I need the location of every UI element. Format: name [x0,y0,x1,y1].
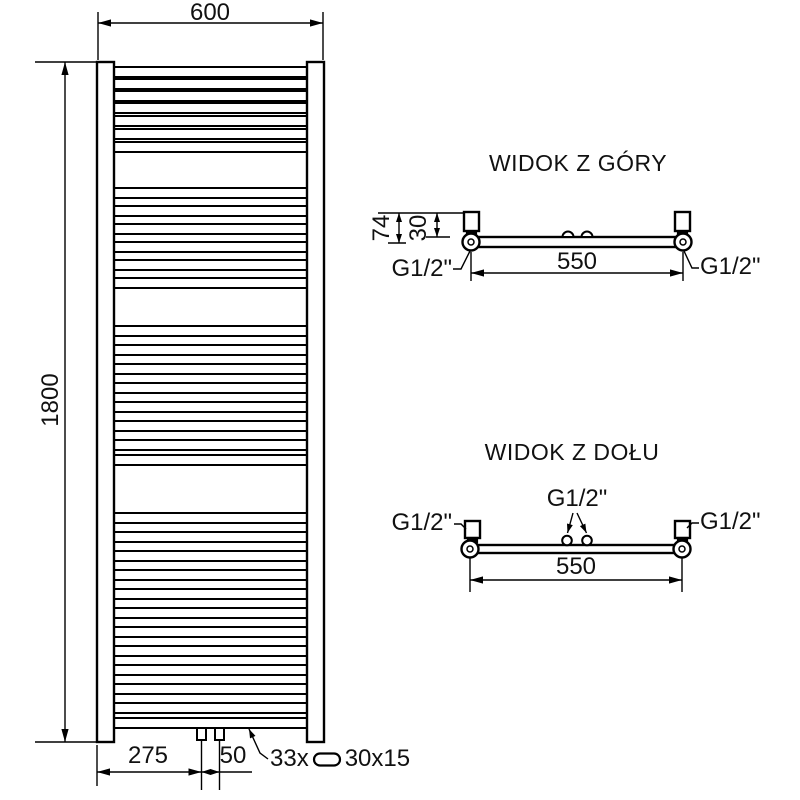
dim-74-30 [378,212,464,244]
front-height-dimension-label: 1800 [37,373,64,427]
radiator-rung [109,531,312,543]
bottom-left-wall-bracket [463,519,482,540]
bottom-right-connection-label: G1/2" [700,508,761,535]
dim-bottom-550 [469,558,683,592]
top-right-pipe-connection [673,232,693,252]
bottom-right-pipe-bore [678,545,686,553]
radiator-rung [109,277,312,289]
radiator-rung [109,420,312,432]
radiator-rung [109,241,312,253]
top-depth-dimension-label: 74 [368,214,395,242]
front-width-dimension-label: 600 [189,0,231,26]
radiator-rung [109,363,312,375]
radiator-rung [109,512,312,524]
top-center-connection-bumps [561,230,594,238]
radiator-rung [109,128,312,140]
rung-note-leader [248,728,269,760]
radiator-rung [109,90,312,102]
radiator-rung [109,325,312,337]
top-spacing-dimension-label: 550 [556,248,598,275]
radiator-rung [109,78,312,90]
top-right-connection-label: G1/2" [700,253,761,280]
top-left-pipe-connection [461,232,481,252]
top-right-wall-bracket [673,210,692,233]
radiator-rung [109,454,312,466]
radiator-rung [109,66,312,78]
top-left-connection-label: G1/2" [391,255,452,282]
bottom-center-connection-left [561,534,573,547]
radiator-rung [109,645,312,657]
top-inset-dimension-label: 30 [405,214,432,242]
top-left-wall-bracket [462,210,481,233]
radiator-rung [109,223,312,235]
rung-count-label: 33x [270,745,309,772]
radiator-rung [109,550,312,562]
dim-width-600 [97,12,324,60]
radiator-rung [109,141,312,153]
dim-bottom-275-50 [96,745,252,786]
radiator-rung [109,187,312,199]
radiator-rung [109,664,312,676]
bottom-center-g-leader-fork [566,512,588,534]
left-collector-tube [95,60,116,744]
radiator-rung [109,259,312,271]
radiator-rung [109,683,312,695]
bottom-right-pipe-connection [672,539,692,559]
top-view-tube-body [469,235,685,249]
radiator-rung [109,344,312,356]
bottom-right-g-leader [686,522,699,529]
radiator-rung [109,205,312,217]
bottom-offset-dimension-label: 275 [127,742,169,769]
bottom-view [454,512,699,592]
radiator-rung [109,626,312,638]
dim-height-1800 [35,61,97,743]
bottom-left-g-leader [454,523,467,530]
bottom-left-connection-label: G1/2" [391,509,452,536]
rung-profile-size-label: 30x15 [344,745,411,772]
radiator-rung [109,607,312,619]
top-left-pipe-bore [467,238,475,246]
radiator-rung [109,702,312,714]
right-collector-tube [305,60,326,744]
front-view [35,12,326,790]
dim-top-550 [470,252,684,281]
bottom-center-connection-label: G1/2" [546,485,608,512]
bottom-connection-stubs [196,727,225,790]
bottom-spacing-550-label: 550 [555,553,597,580]
radiator-rung [109,115,312,127]
radiator-rung [109,102,312,114]
bottom-center-connection-right [581,534,593,547]
top-right-pipe-bore [679,238,687,246]
radiator-rung [109,588,312,600]
bottom-view-title: WIDOK Z DOŁU [484,439,660,465]
radiator-rung [109,382,312,394]
bottom-right-wall-bracket [673,519,692,540]
bottom-spacing-dimension-label: 50 [219,742,247,769]
radiator-rung [109,439,312,451]
top-view [378,210,699,281]
top-view-title: WIDOK Z GÓRY [488,150,668,176]
rung-group [109,66,312,729]
radiator-rung [109,717,312,729]
bottom-left-pipe-connection [460,539,480,559]
radiator-rung [109,401,312,413]
top-left-g-leader [453,250,471,270]
bottom-left-pipe-bore [466,545,474,553]
radiator-rung [109,569,312,581]
bottom-view-tube-body [468,543,685,555]
oval-profile-icon [312,751,341,767]
rung-profile-note: 33x 30x15 [270,745,410,773]
top-right-g-leader [683,250,699,269]
